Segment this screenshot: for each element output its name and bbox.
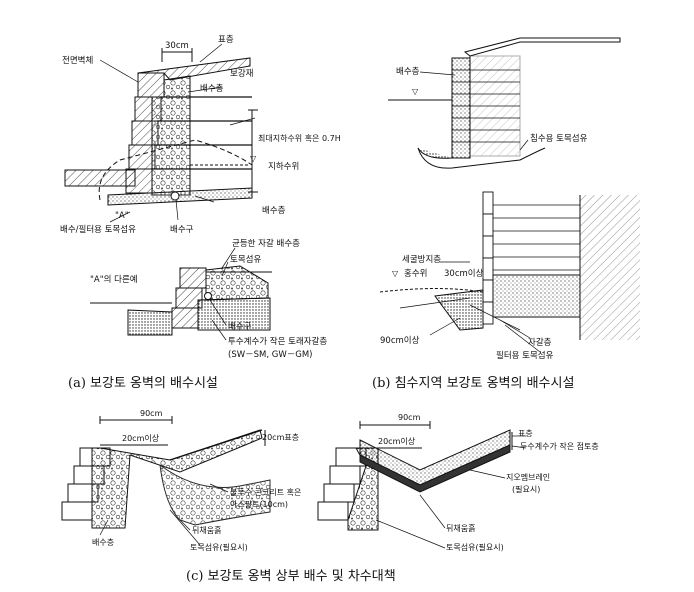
label-groundwater: 지하수위 — [268, 161, 299, 172]
label-c-left-drain: 배수층 — [92, 538, 114, 547]
label-drain-pipe2: 배수구 — [228, 322, 252, 332]
label-b-90cm-over: 90cm이상 — [380, 335, 420, 346]
label-c-right-backfill: 뒤채움흙 — [446, 523, 475, 533]
panel-a: 전면벽체 30cm 표층 배수층 보강재 최대지하수위 혹은 0.7H 지하수위… — [60, 35, 341, 360]
caption-b: (b) 침수지역 보강토 옹벽의 배수시설 — [372, 376, 574, 391]
detail-title: "A"의 다른예 — [90, 274, 138, 285]
label-A: "A" — [115, 211, 129, 221]
label-drain-top: 배수층 — [200, 84, 224, 94]
label-c-right-geotextile: 토목섬유(필요시) — [446, 542, 504, 552]
panel-b-bottom: ▽ — [379, 191, 640, 353]
toe-soil — [64, 169, 136, 187]
surface-layer — [137, 57, 251, 81]
label-c-right-geomembrane: 지오멤브레인 — [506, 472, 550, 482]
label-b-gravel: 자갈층 — [528, 338, 552, 348]
label-b-30cm-over: 30cm이상 — [444, 268, 484, 279]
label-c-right-geomembrane-note: (필요시) — [512, 484, 540, 494]
label-front-wall: 전면벽체 — [62, 55, 93, 66]
label-c-left-backfill: 뒤채움흙 — [192, 525, 221, 535]
drain-pipe-a — [170, 191, 180, 201]
label-drain-bottom: 배수층 — [262, 206, 286, 216]
label-c-right-20cm-over: 20cm이상 — [378, 436, 416, 446]
label-c-right-90cm: 90cm — [398, 413, 421, 422]
drain-layer-horizontal — [107, 187, 253, 206]
label-c-right-low-perm: 두수계수가 작은 점토층 — [520, 441, 599, 451]
label-low-perm-soil: 투수계수가 작은 토래자갈층 — [228, 336, 327, 347]
water-symbol-b: ▽ — [412, 87, 419, 96]
panel-b-top: ▽ — [388, 37, 621, 169]
detail-a — [90, 247, 272, 341]
label-filter-geotextile: 배수/필터용 토목섬유 — [60, 224, 136, 235]
label-30cm: 30cm — [165, 41, 189, 51]
filter-geotextile-outline — [98, 139, 253, 201]
label-b-drain-layer: 배수층 — [396, 67, 420, 77]
label-b-flood-level: 홍수위 — [404, 268, 427, 279]
label-c-right-surface: 표층 — [518, 429, 533, 438]
label-c-left-20cm-over: 20cm이상 — [122, 433, 160, 443]
water-symbol: ▽ — [250, 154, 257, 163]
label-sw-gm: (SW－SM, GW－GM) — [228, 350, 312, 360]
water-symbol-b2: ▽ — [392, 269, 399, 278]
label-c-left-20cm-surface: 20cm표층 — [262, 433, 299, 442]
label-drain-pipe: 배수구 — [170, 225, 194, 235]
panel-c-right — [317, 421, 527, 549]
label-c-left-impervious: 불투수 콘크리트 혹은 — [230, 487, 301, 497]
label-geotextile: 토목섬유 — [230, 254, 261, 265]
reinforcement-strips — [151, 96, 252, 170]
label-surface: 표층 — [218, 35, 234, 45]
caption-a: (a) 보강토 옹벽의 배수시설 — [68, 376, 218, 391]
label-b-scour-protection: 세굴방지층 — [402, 254, 441, 265]
label-reinforcement: 보강재 — [230, 68, 253, 79]
label-b-filter-geotextile: 필터용 토목섬유 — [496, 350, 554, 361]
leaders-a — [99, 43, 256, 223]
label-c-left-geotextile: 토목섬유(필요시) — [190, 542, 248, 552]
label-c-left-asphalt: 아스팔트(10cm) — [230, 499, 288, 509]
label-uniform-gravel: 균등한 자갈 배수층 — [232, 239, 300, 249]
label-b-scour-geotextile: 침수용 토목섬유 — [530, 133, 588, 144]
label-c-left-90cm: 90cm — [140, 409, 163, 418]
panel-c-left — [61, 416, 271, 546]
caption-c: (c) 보강토 옹벽 상부 배수 및 차수대책 — [186, 569, 396, 584]
label-max-water: 최대지하수위 혹은 0.7H — [258, 133, 341, 143]
